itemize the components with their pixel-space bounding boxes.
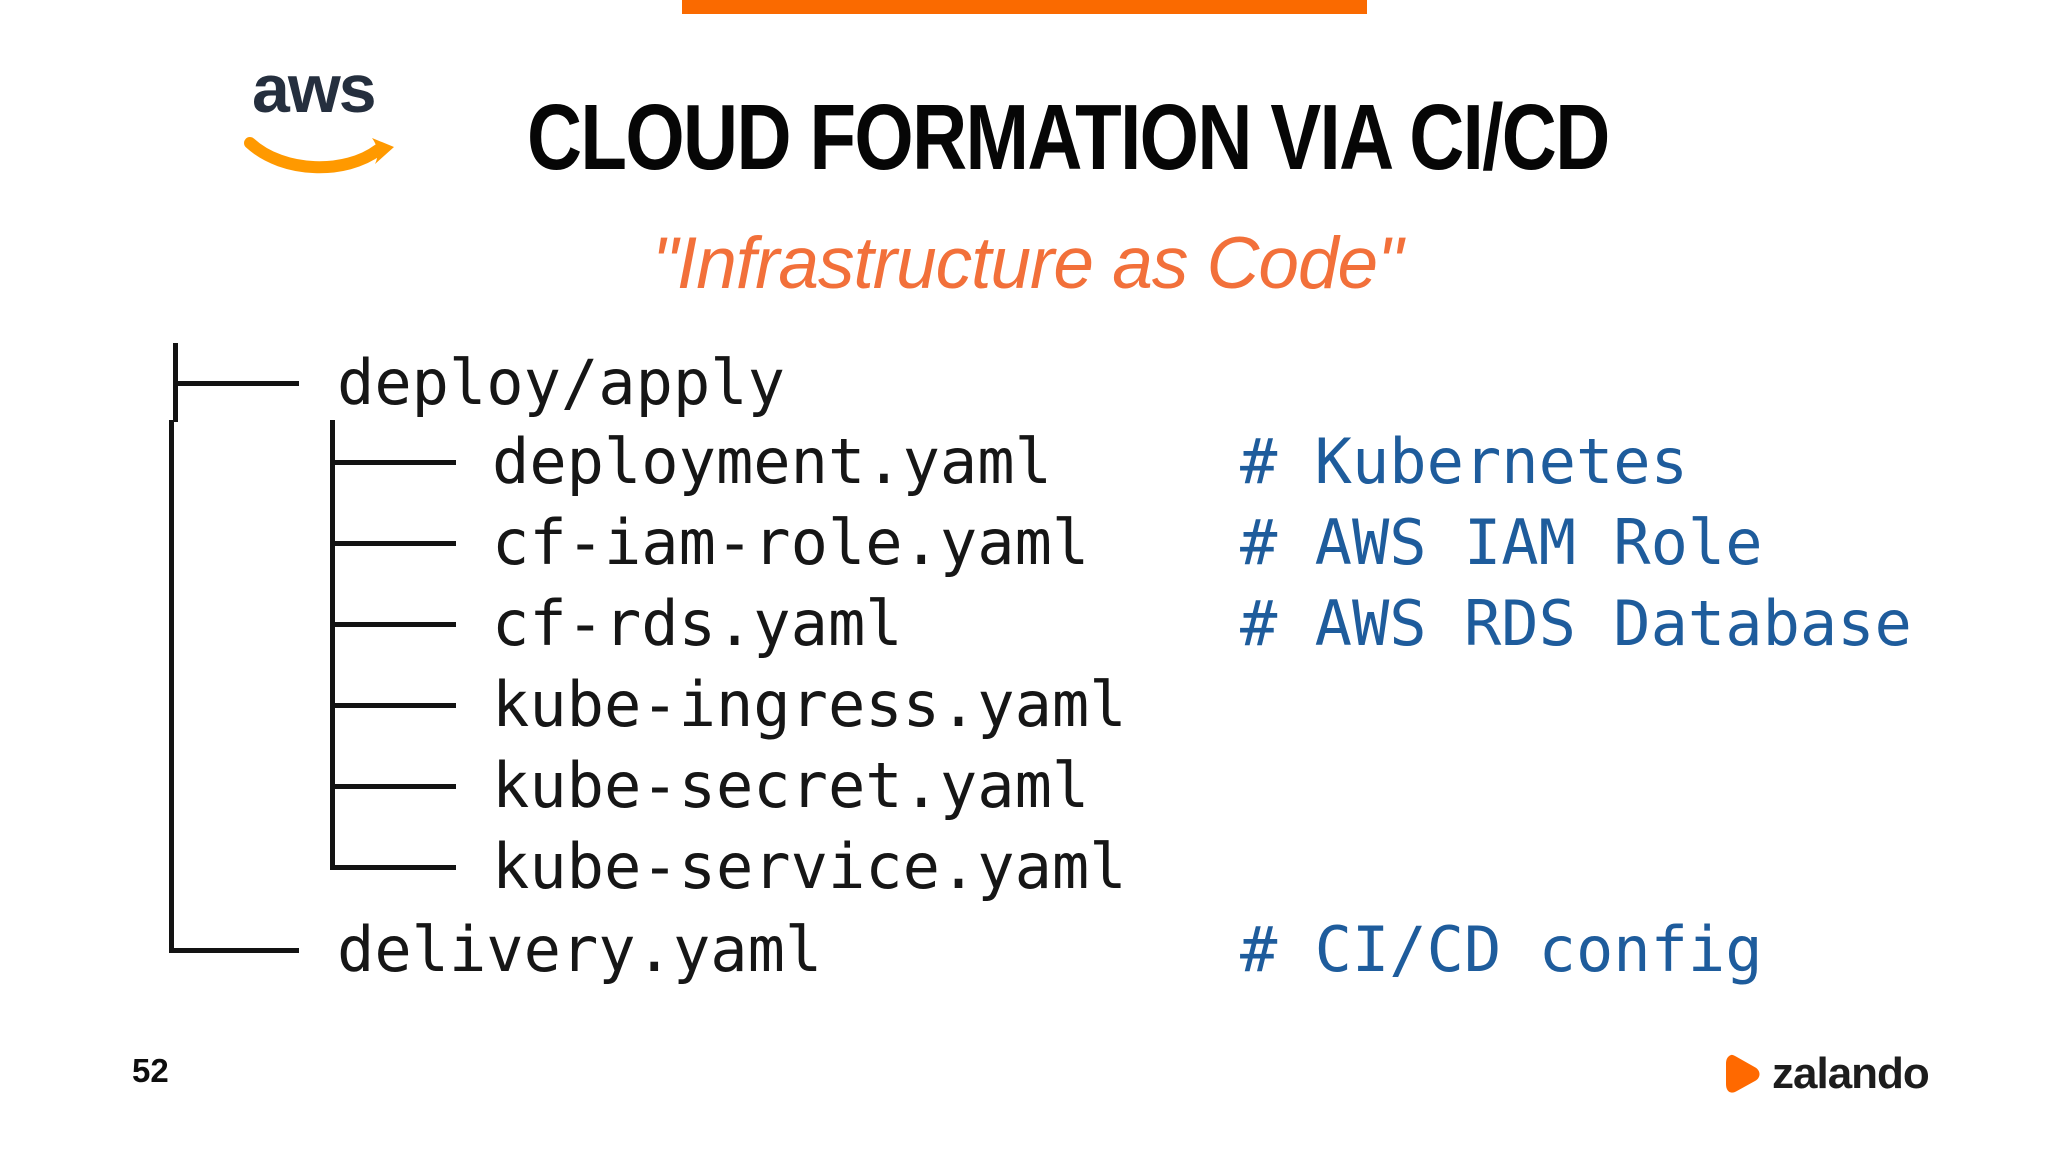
tree-item-cf-rds-yaml: cf-rds.yaml # AWS RDS Database bbox=[0, 583, 2048, 665]
slide-title: CLOUD FORMATION VIA CI/CD bbox=[527, 85, 1610, 189]
tree-line-branch bbox=[330, 622, 456, 627]
tree-item-label: kube-ingress.yaml bbox=[492, 668, 1127, 741]
tree-line-branch bbox=[330, 703, 456, 708]
tree-line-outer-vertical bbox=[169, 420, 174, 953]
tree-item-kube-secret-yaml: kube-secret.yaml bbox=[0, 745, 2048, 827]
tree-item-deployment-yaml: deployment.yaml # Kubernetes bbox=[0, 421, 2048, 503]
tree-line-branch bbox=[330, 865, 456, 870]
tree-line-branch bbox=[330, 460, 456, 465]
tree-item-cf-iam-role-yaml: cf-iam-role.yaml # AWS IAM Role bbox=[0, 502, 2048, 584]
tree-line-branch bbox=[330, 541, 456, 546]
page-number: 52 bbox=[132, 1052, 169, 1089]
aws-logo: aws bbox=[244, 52, 414, 186]
tree-line-branch bbox=[169, 948, 299, 953]
tree-item-kube-ingress-yaml: kube-ingress.yaml bbox=[0, 664, 2048, 746]
tree-item-label: kube-service.yaml bbox=[492, 830, 1127, 903]
tree-line-branch bbox=[173, 381, 299, 386]
top-accent-bar bbox=[682, 0, 1367, 14]
zalando-logo-text: zalando bbox=[1772, 1049, 1930, 1098]
tree-item-deploy-apply: deploy/apply bbox=[0, 342, 2048, 424]
tree-item-comment: # AWS IAM Role bbox=[1240, 506, 1763, 579]
tree-item-label: deploy/apply bbox=[337, 346, 785, 419]
tree-item-label: kube-secret.yaml bbox=[492, 749, 1090, 822]
tree-item-comment: # CI/CD config bbox=[1240, 913, 1763, 986]
slide-subtitle: "Infrastructure as Code" bbox=[652, 223, 1403, 304]
tree-item-comment: # Kubernetes bbox=[1240, 425, 1688, 498]
tree-item-label: cf-iam-role.yaml bbox=[492, 506, 1090, 579]
tree-item-label: delivery.yaml bbox=[337, 913, 823, 986]
tree-item-label: cf-rds.yaml bbox=[492, 587, 903, 660]
aws-logo-text: aws bbox=[252, 51, 377, 127]
zalando-icon bbox=[1726, 1054, 1760, 1093]
zalando-logo: zalando bbox=[1722, 1048, 1930, 1100]
tree-line-branch bbox=[330, 784, 456, 789]
tree-item-comment: # AWS RDS Database bbox=[1240, 587, 1912, 660]
tree-line-inner-vertical bbox=[330, 420, 335, 870]
aws-smile-icon bbox=[244, 137, 394, 174]
tree-item-label: deployment.yaml bbox=[492, 425, 1052, 498]
tree-item-kube-service-yaml: kube-service.yaml bbox=[0, 826, 2048, 908]
tree-item-delivery-yaml: delivery.yaml # CI/CD config bbox=[0, 909, 2048, 991]
